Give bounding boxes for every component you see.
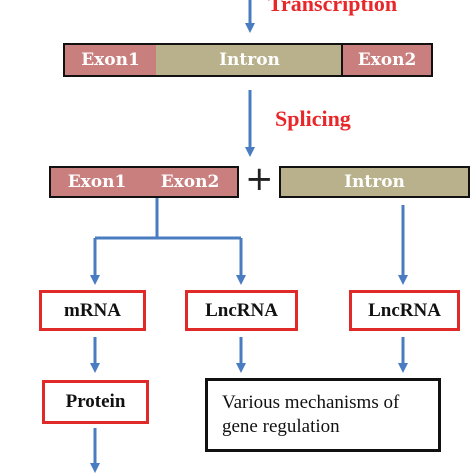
pre-mrna-intron: Intron (156, 43, 343, 77)
spliced-exon1: Exon1 (49, 166, 145, 198)
splicing-label: Splicing (275, 106, 351, 131)
pre-mrna-exon2: Exon2 (341, 43, 433, 77)
lncrna-left-box: LncRNA (185, 290, 298, 331)
plus-sign: + (245, 159, 274, 199)
transcription-label: Transcription (268, 0, 398, 16)
pre-mrna-exon1: Exon1 (63, 43, 158, 77)
protein-box: Protein (42, 380, 149, 424)
lncrna-right-box: LncRNA (349, 290, 460, 331)
regulation-box: Various mechanisms of gene regulation (205, 378, 441, 452)
spliced-exon2: Exon2 (143, 166, 239, 198)
spliced-intron: Intron (279, 166, 470, 198)
mrna-box: mRNA (39, 290, 146, 331)
